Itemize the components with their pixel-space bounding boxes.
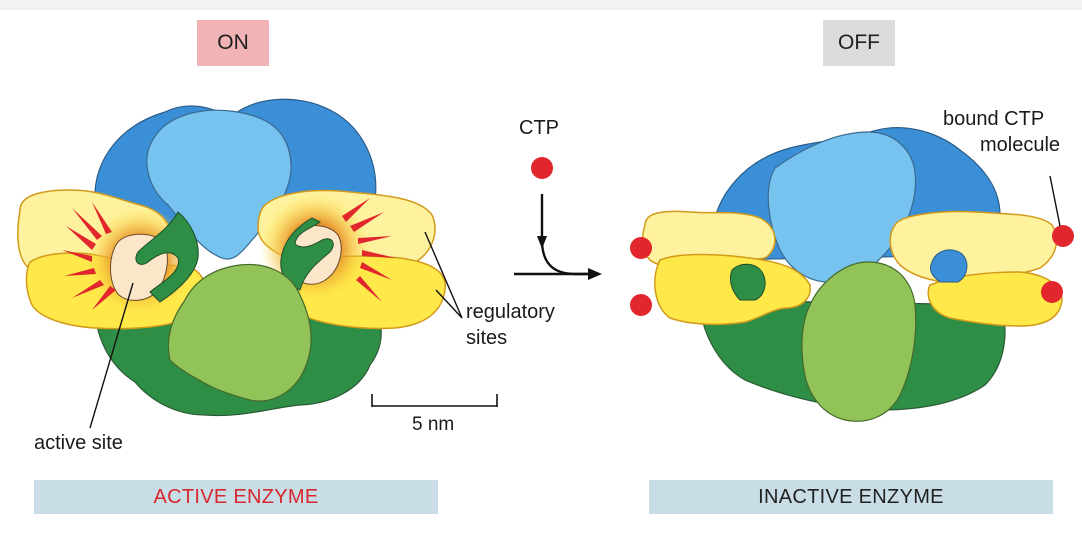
regulatory-label-line1: regulatory: [466, 301, 555, 323]
active-enzyme: [17, 98, 446, 417]
bound-ctp-pointer: [1049, 175, 1061, 227]
catalytic-chain-light-green: [167, 263, 312, 402]
bound-ctp-molecule: [1052, 225, 1074, 247]
on-state-box: ON: [197, 20, 269, 66]
off-state-box: OFF: [823, 20, 895, 66]
bound-ctp-molecule: [1041, 281, 1063, 303]
curved-arrow-icon: [514, 194, 595, 276]
scale-label: 5 nm: [412, 414, 454, 435]
bound-ctp-molecule: [630, 294, 652, 316]
active-site-strand-right: [280, 217, 334, 291]
regulatory-pointer-upper: [424, 231, 463, 319]
top-strip: [0, 0, 1082, 10]
inactive-regulatory-right-upper: [889, 210, 1058, 284]
inactive-catalytic-light-green: [801, 261, 917, 422]
regulatory-pointer-lower: [435, 289, 463, 319]
activity-spikes-left: [62, 202, 116, 310]
scale-bar: [371, 394, 498, 407]
ctp-label: CTP: [519, 117, 559, 139]
active-site-label: active site: [34, 432, 123, 454]
inactive-regulatory-right-lower: [927, 271, 1063, 327]
active-site-strand-left: [135, 211, 199, 303]
inactive-enzyme-caption: INACTIVE ENZYME: [649, 480, 1053, 514]
arrow-head-down: [537, 236, 547, 249]
bound-ctp-label-line2: molecule: [980, 134, 1060, 156]
inactive-enzyme: [630, 127, 1074, 422]
inactive-pocket-right: [929, 249, 968, 283]
active-site-pointer: [89, 282, 134, 429]
active-enzyme-caption: ACTIVE ENZYME: [34, 480, 438, 514]
regulatory-label-line2: sites: [466, 327, 507, 349]
bound-ctp-label-line1: bound CTP: [943, 108, 1044, 130]
inactive-regulatory-left-upper: [641, 210, 776, 267]
arrow-head-right: [588, 268, 602, 280]
activity-spikes-right: [342, 198, 396, 302]
inactive-pocket-left: [729, 263, 766, 301]
red-dot-icon: [531, 157, 553, 179]
bound-ctp-molecule: [630, 237, 652, 259]
